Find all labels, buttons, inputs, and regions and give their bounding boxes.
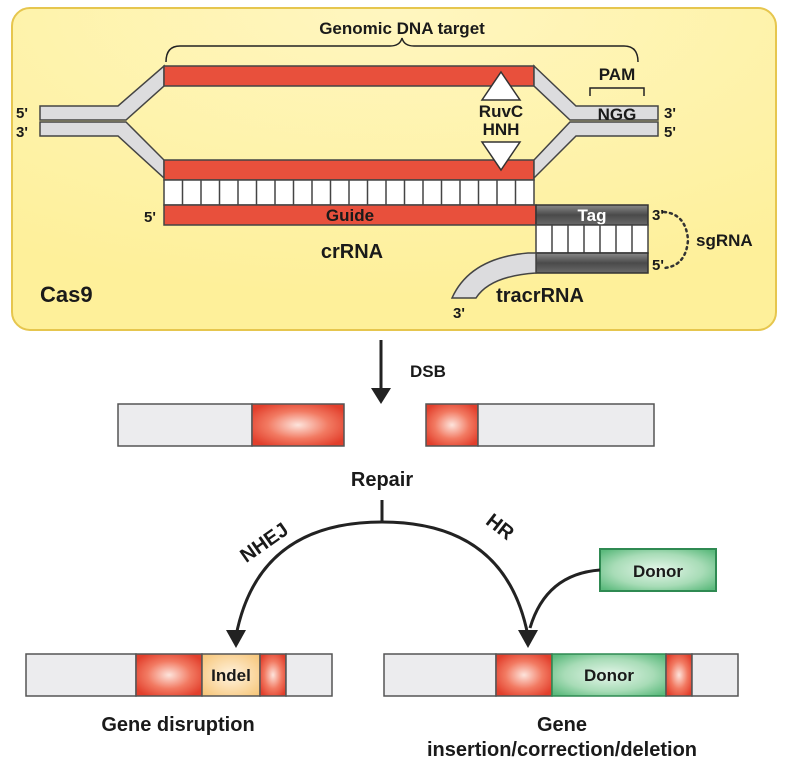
broken-dna-right-red (425, 403, 479, 447)
repair-arc (234, 520, 530, 637)
guide-base-pairs (163, 179, 535, 206)
gene-insertion-label-line1: Gene (537, 714, 587, 736)
hnh-label: HNH (483, 120, 520, 139)
broken-dna-left-red (251, 403, 345, 447)
insertion-grey-left (383, 653, 497, 697)
broken-dna-right-grey (477, 403, 655, 447)
hnh-triangle-icon (480, 141, 522, 172)
insertion-donor (551, 653, 667, 697)
dsb-arrow-head-icon (371, 388, 391, 404)
tracr-rna-bar (535, 252, 649, 274)
tracr-3prime: 3' (453, 305, 465, 322)
hr-arrow-head-icon (518, 630, 538, 648)
guide-5prime: 5' (144, 209, 156, 226)
donor-curve (528, 568, 601, 629)
indel-label: Indel (211, 666, 251, 685)
base-pair-frame (535, 224, 649, 254)
pam-label: PAM (599, 65, 636, 84)
sgrna-label: sgRNA (696, 231, 753, 250)
disruption-red-right (259, 653, 287, 697)
nhej-label: NHEJ (236, 519, 292, 568)
ruvc-label: RuvC (479, 102, 523, 121)
tracr-5prime: 5' (652, 257, 664, 274)
insertion-red-left (495, 653, 553, 697)
ruvc-triangle-icon (480, 70, 522, 101)
donor-box (599, 548, 717, 592)
tag-label: Tag (578, 206, 607, 225)
guide-label: Guide (326, 206, 374, 225)
bottom-strand-target (163, 159, 535, 181)
cas9-label: Cas9 (40, 282, 93, 307)
top-strand-right-arm (533, 64, 659, 121)
pam-sequence: NGG (598, 105, 637, 124)
strand-end-top-left: 5' (16, 105, 28, 122)
genomic-target-label: Genomic DNA target (319, 19, 485, 38)
insertion-donor-label: Donor (584, 666, 634, 685)
strand-end-bottom-left: 3' (16, 124, 28, 141)
genomic-target-brace (165, 37, 639, 63)
bottom-strand-right-arm (533, 121, 659, 180)
pam-brace (589, 87, 645, 96)
tracr-rna-tail (450, 252, 537, 299)
nhej-arrow-head-icon (226, 630, 246, 648)
insertion-red-right (665, 653, 693, 697)
donor-label: Donor (633, 562, 683, 581)
gene-disruption-label: Gene disruption (101, 714, 254, 736)
crrna-label: crRNA (321, 241, 383, 263)
gene-insertion-label-line2: insertion/correction/deletion (427, 739, 697, 761)
top-strand-target (163, 65, 535, 87)
broken-dna-left-grey (117, 403, 253, 447)
strand-end-top-right: 3' (664, 105, 676, 122)
strand-end-bottom-right: 5' (664, 124, 676, 141)
dsb-label: DSB (410, 362, 446, 381)
hr-label: HR (482, 510, 519, 545)
repair-label: Repair (351, 469, 413, 491)
tag-3prime: 3' (652, 207, 664, 224)
disruption-grey-left (25, 653, 137, 697)
disruption-red-left (135, 653, 203, 697)
disruption-grey-right (285, 653, 333, 697)
tracrrna-label: tracrRNA (496, 285, 584, 307)
insertion-grey-right (691, 653, 739, 697)
tracr-base-pairs (535, 224, 649, 254)
sgrna-bracket (662, 210, 690, 270)
